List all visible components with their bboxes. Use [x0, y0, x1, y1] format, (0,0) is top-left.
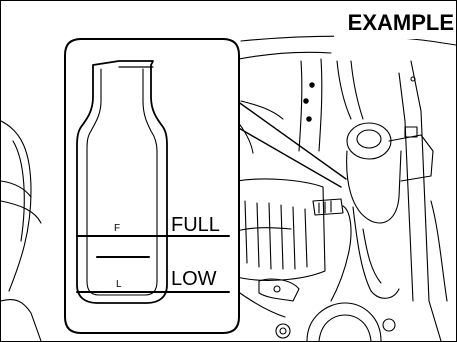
full-label: FULL [171, 215, 220, 235]
reservoir-mark-f: F [114, 224, 120, 234]
reservoir-mark-l: L [116, 280, 122, 290]
callout-leaders [237, 101, 346, 187]
example-badge: EXAMPLE [334, 1, 456, 39]
low-label: LOW [171, 269, 217, 289]
